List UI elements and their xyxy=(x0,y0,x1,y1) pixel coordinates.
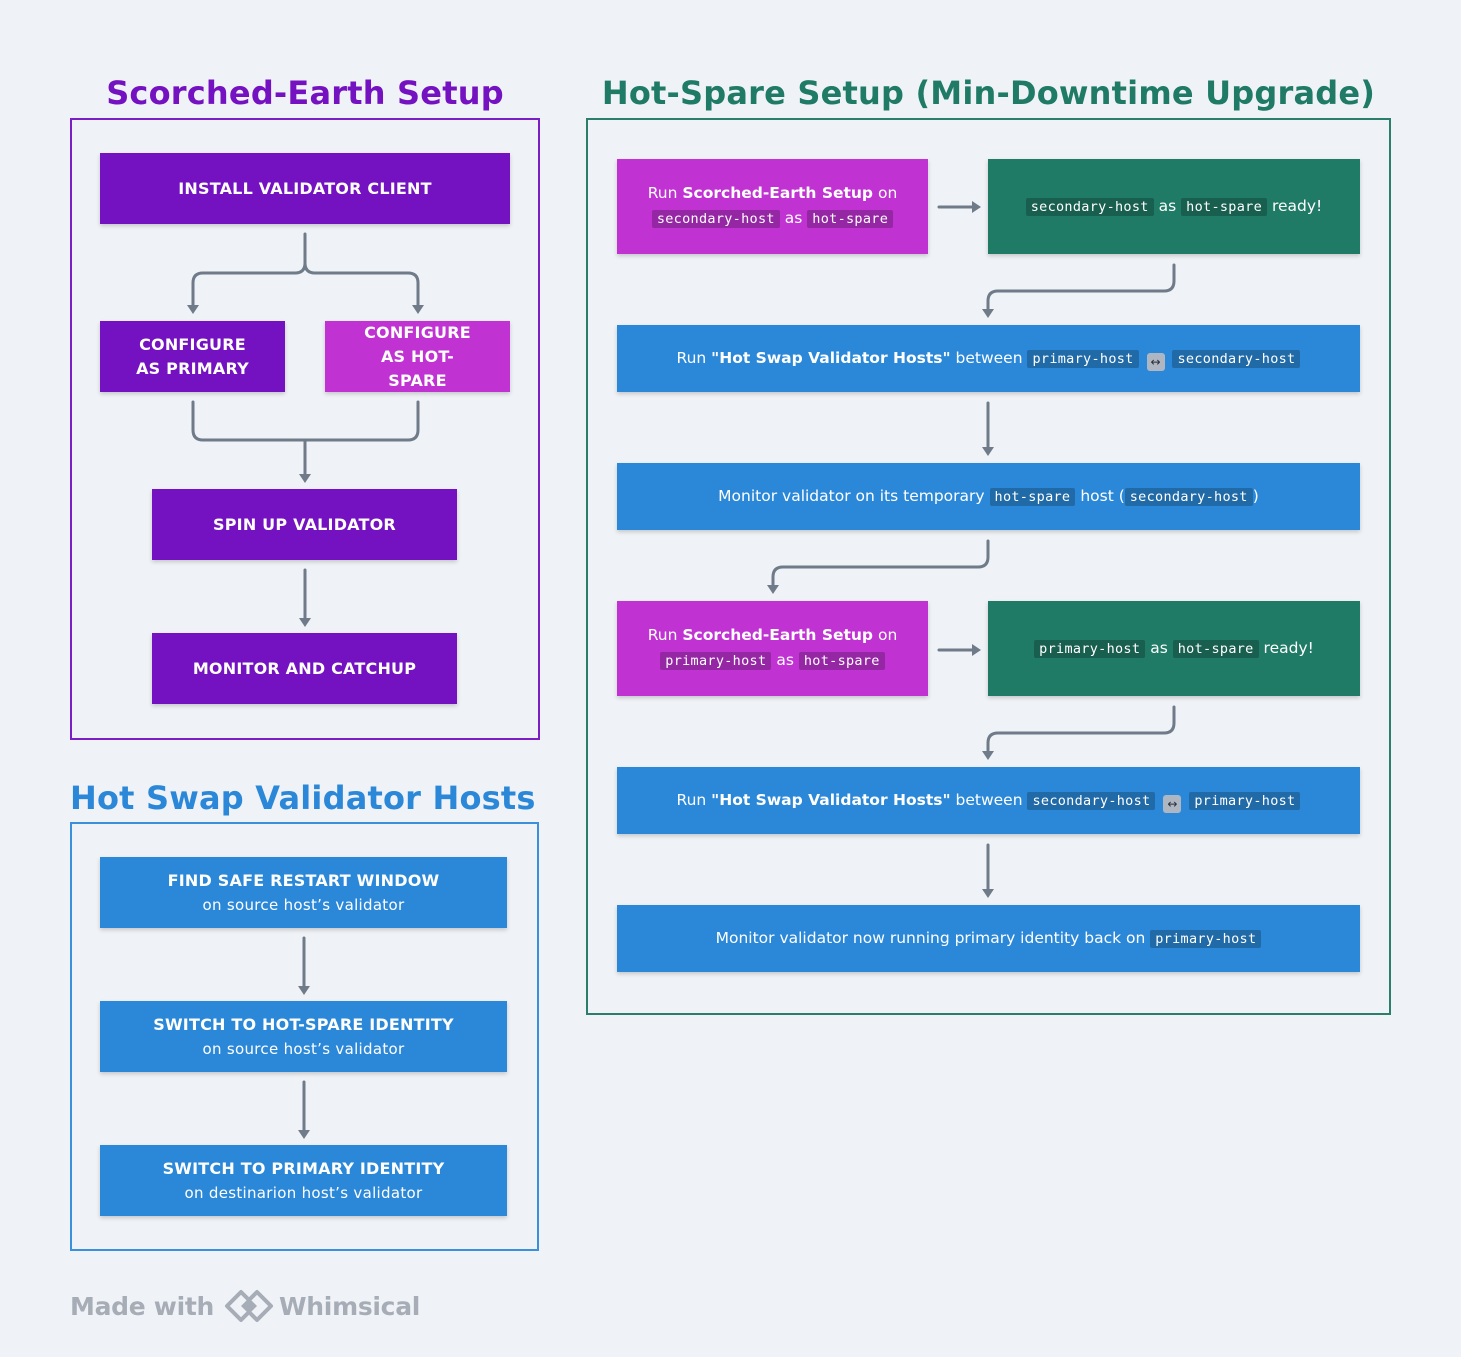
scorched-earth-setup-ref: Scorched-Earth Setup xyxy=(682,626,874,644)
whimsical-brand: Whimsical xyxy=(279,1291,421,1321)
run-word: Run xyxy=(647,184,678,202)
primary-host-code: primary-host xyxy=(660,652,772,670)
secondary-host-code: secondary-host xyxy=(651,210,780,228)
host-paren-text: host ( xyxy=(1080,486,1125,505)
as-word: as xyxy=(776,651,794,669)
hot-swap-step-subtitle: on source host’s validator xyxy=(202,1039,405,1058)
hot-swap-step-subtitle: on destinarion host’s validator xyxy=(184,1183,423,1202)
hot-spare-frame xyxy=(586,118,1391,1015)
configure-primary-label: CONFIGURE AS PRIMARY xyxy=(136,334,249,378)
configure-hot-spare-box[interactable]: CONFIGURE AS HOT-SPARE xyxy=(325,321,510,392)
secondary-host-code: secondary-host xyxy=(1027,791,1156,810)
run-word: Run xyxy=(647,626,678,644)
scorched-earth-frame xyxy=(70,118,540,740)
secondary-host-code: secondary-host xyxy=(1025,197,1154,216)
hot-swap-step-title: FIND SAFE RESTART WINDOW xyxy=(167,870,440,890)
hot-spare-code: hot-spare xyxy=(1172,639,1259,658)
on-word: on xyxy=(877,184,898,202)
scorched-earth-title: Scorched-Earth Setup xyxy=(106,74,504,112)
configure-primary-box[interactable]: CONFIGURE AS PRIMARY xyxy=(100,321,285,392)
install-validator-client-label: INSTALL VALIDATOR CLIENT xyxy=(178,178,432,198)
hot-spare-code: hot-spare xyxy=(798,652,885,670)
hot-spare-title: Hot-Spare Setup (Min-Downtime Upgrade) xyxy=(601,74,1376,112)
ready-word: ready! xyxy=(1271,196,1323,215)
between-word: between xyxy=(955,348,1023,367)
run-word: Run xyxy=(676,348,707,367)
secondary-host-code: secondary-host xyxy=(1124,487,1253,506)
run-scorched-earth-secondary-box[interactable]: Run Scorched-Earth Setup on secondary-ho… xyxy=(617,159,928,254)
left-right-arrow-icon: ↔ xyxy=(1163,794,1182,813)
primary-ready-box[interactable]: primary-host as hot-spare ready! xyxy=(988,601,1360,696)
hot-spare-code: hot-spare xyxy=(989,487,1076,506)
hot-spare-code: hot-spare xyxy=(1181,197,1268,216)
whimsical-logo-icon xyxy=(225,1290,274,1322)
hot-spare-code: hot-spare xyxy=(807,210,894,228)
spin-up-validator-box[interactable]: SPIN UP VALIDATOR xyxy=(152,489,457,560)
hot-swap-primary-to-secondary-box[interactable]: Run "Hot Swap Validator Hosts" between p… xyxy=(617,325,1360,392)
monitor-temporary-text: Monitor validator on its temporary xyxy=(718,486,985,505)
left-right-arrow-icon: ↔ xyxy=(1146,352,1165,371)
as-word: as xyxy=(1158,196,1177,215)
quote-mark: " xyxy=(711,348,720,367)
hot-swap-step-subtitle: on source host’s validator xyxy=(202,895,405,914)
switch-to-primary-identity-box[interactable]: SWITCH TO PRIMARY IDENTITY on destinario… xyxy=(100,1145,507,1216)
made-with-label: Made with xyxy=(70,1291,215,1321)
quote-mark: " xyxy=(942,348,951,367)
ready-word: ready! xyxy=(1263,638,1314,657)
on-word: on xyxy=(877,626,898,644)
hot-swap-frame xyxy=(70,822,539,1251)
hot-swap-step-title: SWITCH TO PRIMARY IDENTITY xyxy=(162,1158,445,1178)
hot-swap-secondary-to-primary-box[interactable]: Run "Hot Swap Validator Hosts" between s… xyxy=(617,767,1360,834)
find-safe-restart-window-box[interactable]: FIND SAFE RESTART WINDOW on source host’… xyxy=(100,857,507,928)
scorched-earth-setup-ref: Scorched-Earth Setup xyxy=(682,184,874,202)
as-word: as xyxy=(1150,638,1168,657)
quote-mark: " xyxy=(942,790,951,809)
hot-swap-title: Hot Swap Validator Hosts xyxy=(70,779,536,817)
spin-up-validator-label: SPIN UP VALIDATOR xyxy=(213,514,396,534)
install-validator-client-box[interactable]: INSTALL VALIDATOR CLIENT xyxy=(100,153,510,224)
monitor-and-catchup-label: MONITOR AND CATCHUP xyxy=(192,658,417,678)
hot-swap-validator-hosts-ref: Hot Swap Validator Hosts xyxy=(719,790,943,809)
primary-host-code: primary-host xyxy=(1034,639,1146,658)
configure-hot-spare-label: CONFIGURE AS HOT-SPARE xyxy=(364,322,471,390)
primary-host-code: primary-host xyxy=(1027,349,1139,368)
run-scorched-earth-primary-box[interactable]: Run Scorched-Earth Setup on primary-host… xyxy=(617,601,928,696)
secondary-host-code: secondary-host xyxy=(1172,349,1301,368)
run-word: Run xyxy=(676,790,707,809)
switch-to-hot-spare-identity-box[interactable]: SWITCH TO HOT-SPARE IDENTITY on source h… xyxy=(100,1001,507,1072)
between-word: between xyxy=(955,790,1023,809)
as-word: as xyxy=(784,209,803,227)
quote-mark: " xyxy=(711,790,720,809)
primary-host-code: primary-host xyxy=(1189,791,1301,810)
hot-swap-step-title: SWITCH TO HOT-SPARE IDENTITY xyxy=(153,1014,454,1034)
made-with-whimsical[interactable]: Made with Whimsical xyxy=(70,1288,420,1324)
secondary-ready-box[interactable]: secondary-host as hot-spare ready! xyxy=(988,159,1360,254)
paren-close: ) xyxy=(1252,486,1259,505)
monitor-primary-host-box[interactable]: Monitor validator now running primary id… xyxy=(617,905,1360,972)
monitor-and-catchup-box[interactable]: MONITOR AND CATCHUP xyxy=(152,633,457,704)
monitor-back-text: Monitor validator now running primary id… xyxy=(715,928,1146,947)
hot-swap-validator-hosts-ref: Hot Swap Validator Hosts xyxy=(719,348,943,367)
monitor-temporary-host-box[interactable]: Monitor validator on its temporary hot-s… xyxy=(617,463,1360,530)
primary-host-code: primary-host xyxy=(1150,929,1262,948)
